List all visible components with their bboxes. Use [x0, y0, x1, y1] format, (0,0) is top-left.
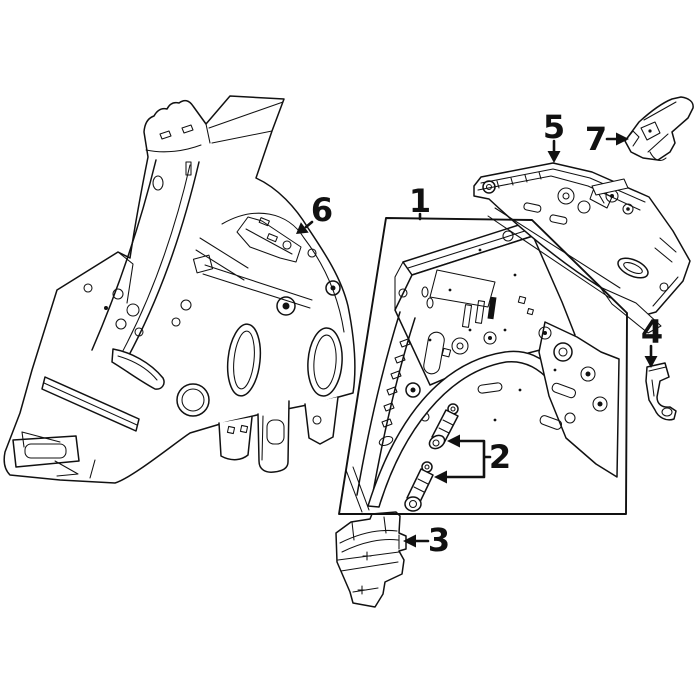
bracket-7-drawing [624, 96, 694, 161]
callout-2-arrow-icon [447, 434, 460, 448]
bracket-4-drawing [645, 362, 677, 421]
callout-1-box [338, 217, 628, 515]
callout-4-label: 4 [641, 313, 663, 351]
callout-2: 2 [434, 434, 511, 484]
callout-6-arrow-icon [296, 222, 309, 234]
callout-2-label: 2 [489, 438, 511, 476]
callout-6-label: 6 [311, 191, 333, 229]
callout-4-arrow-icon [644, 356, 658, 368]
left-assembly-drawing [3, 95, 356, 484]
callout-7-arrow-icon [616, 132, 629, 146]
callout-3-arrow-icon [403, 534, 416, 548]
callout-5-arrow-icon [547, 151, 561, 163]
callout-2-leader [445, 439, 492, 479]
callout-1: 1 [409, 182, 431, 221]
callout-2-arrow-icon [434, 470, 447, 484]
callout-7-label: 7 [585, 120, 607, 158]
callout-6: 6 [296, 191, 333, 234]
bracket-3-drawing [335, 511, 407, 608]
callout-3: 3 [403, 521, 450, 559]
rear-rail-drawing [473, 162, 691, 334]
brace-2b-drawing [404, 461, 434, 512]
callout-3-label: 3 [428, 521, 450, 559]
callout-6-leader [304, 220, 314, 229]
callout-5-label: 5 [543, 108, 565, 146]
callout-5: 5 [543, 108, 565, 163]
callout-7: 7 [585, 120, 629, 158]
brace-2a-drawing [428, 403, 459, 450]
callout-1-label: 1 [409, 182, 431, 220]
boxed-assembly-drawing [345, 222, 620, 513]
callout-4: 4 [641, 313, 663, 368]
